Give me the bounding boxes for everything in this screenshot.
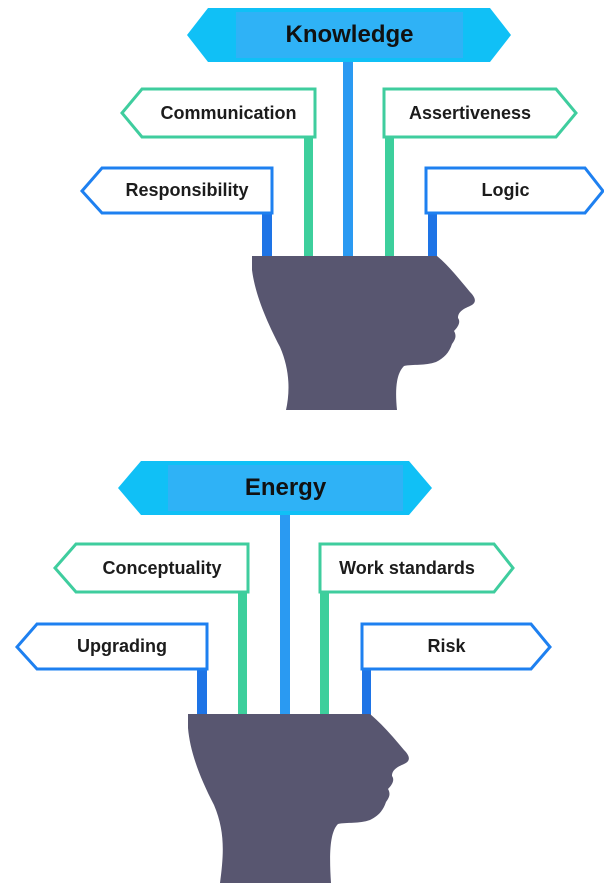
top-sign-inner-panel <box>168 465 403 511</box>
sign-shape-conceptuality <box>53 542 250 594</box>
pole-green-right <box>320 588 329 718</box>
sign-shape-risk <box>360 622 552 671</box>
pole-green-left <box>238 588 247 718</box>
head-diagram-knowledge: Knowledge Communication Assertiveness Re… <box>0 0 604 430</box>
head-silhouette <box>188 714 409 883</box>
pole-dark-blue-left <box>197 663 207 718</box>
pole-center <box>343 55 353 260</box>
pole-green-left <box>304 128 313 260</box>
head-diagram-graphic <box>14 461 552 883</box>
pole-dark-blue-right <box>362 663 371 718</box>
top-sign-inner-panel <box>236 12 463 58</box>
sign-shape-communication <box>120 87 317 139</box>
sign-shape-upgrading <box>14 622 209 671</box>
pole-dark-blue-left <box>262 205 272 260</box>
head-diagram-energy: Energy Conceptuality Work standards Upgr… <box>0 453 604 883</box>
sign-shape-logic <box>424 166 604 215</box>
head-silhouette <box>252 256 475 410</box>
sign-shape-assertiveness <box>382 87 578 139</box>
pole-green-right <box>385 128 394 260</box>
head-diagram-graphic <box>79 8 604 410</box>
pole-dark-blue-right <box>428 205 437 260</box>
sign-shape-responsibility <box>79 166 274 215</box>
pole-center <box>280 511 290 718</box>
sign-shape-work-standards <box>318 542 515 594</box>
